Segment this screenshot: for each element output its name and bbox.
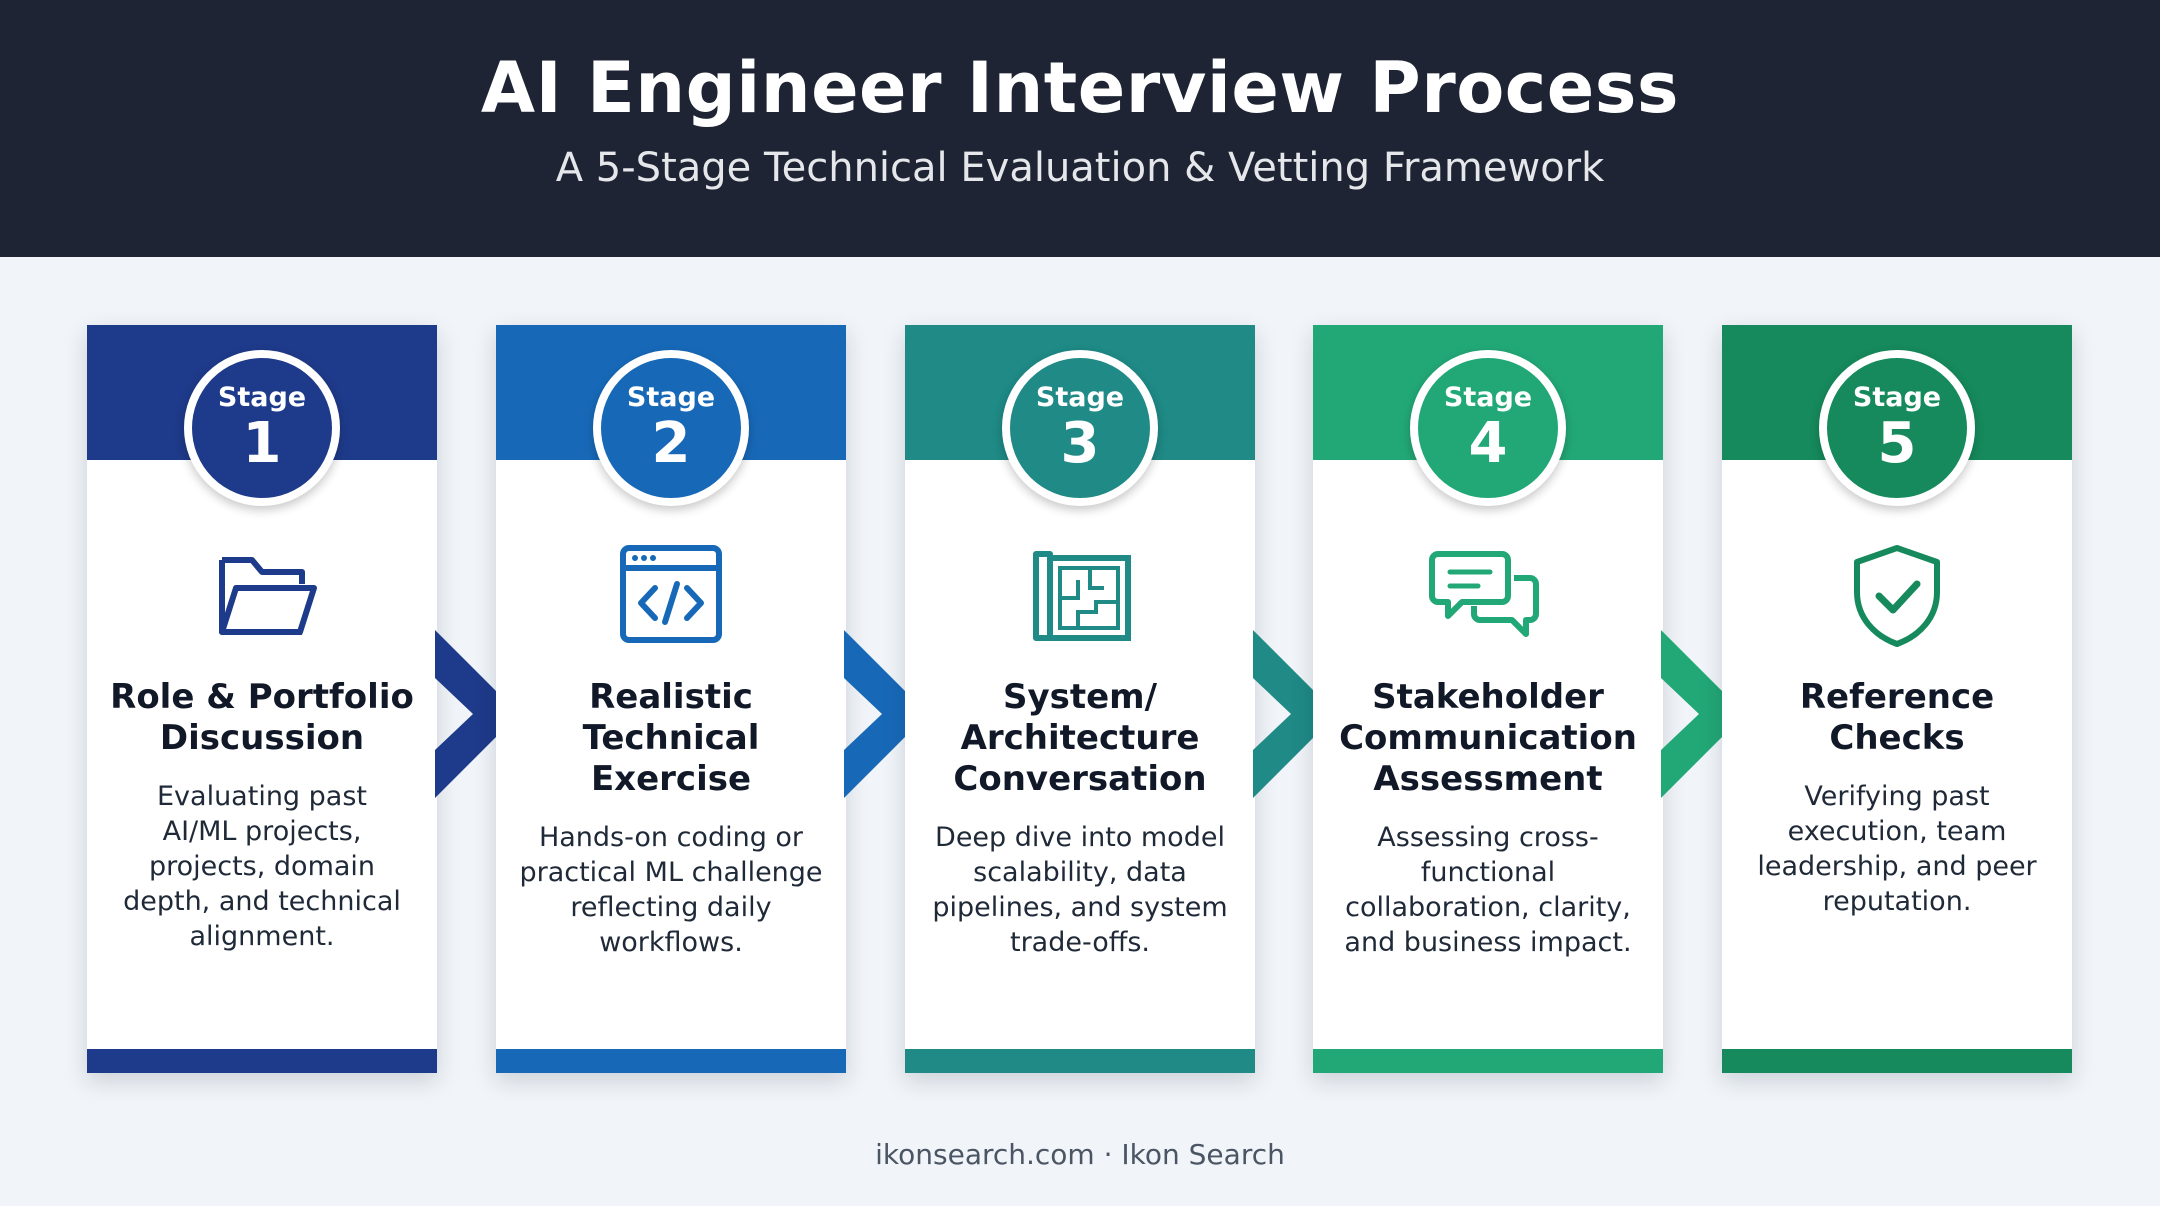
chat-bubbles-icon [1429,551,1539,637]
card-footer-band [1722,1049,2072,1073]
card-footer-band [87,1049,437,1073]
blueprint-icon [1033,551,1131,641]
stage-description: Deep dive into model scalability, data pip… [923,820,1237,960]
stage-description: Assessing cross-functional collaboration,… [1331,820,1645,960]
chevron-right-icon [435,630,519,798]
stage-description-line: leadership, and peer [1757,851,2037,882]
stage-description-line: Assessing cross- [1377,822,1599,853]
stage-description-line: Hands-on coding or [538,822,804,853]
card-footer-band [905,1049,1255,1073]
code-window-icon [620,545,722,643]
stage-description-line: execution, team [1787,816,2007,847]
stage-description-line: functional [1420,857,1556,888]
stage-description-line: and business impact. [1344,927,1632,958]
stage-label: Stage [626,382,716,413]
stage-title-line: Checks [1829,718,1965,758]
stage-title-line: Discussion [159,718,365,758]
stage-description-line: workflows. [599,927,743,958]
stage-title-line: Assessment [1373,759,1603,799]
stage-description-line: reflecting daily [570,892,772,923]
stage-label: Stage [217,382,307,413]
page-subtitle: A 5-Stage Technical Evaluation & Vetting… [555,145,1605,191]
stage-description-line: Deep dive into model [935,822,1225,853]
stage-number: 1 [242,411,282,476]
stage-description-line: depth, and technical [123,886,401,917]
flow-arrow [1253,630,1337,798]
stage-title-line: Reference [1799,677,1995,717]
card-footer-band [496,1049,846,1073]
stage-description: Verifying past execution, team leadership,… [1740,779,2054,919]
stage-title-line: Technical [582,718,760,758]
flow-arrow [1661,630,1745,798]
chevron-right-icon [844,630,928,798]
flow-arrow [435,630,519,798]
stage-description-line: collaboration, clarity, [1345,892,1631,923]
stage-description: Hands-on coding or practical ML challenge… [514,820,828,960]
stage-number: 4 [1468,411,1508,476]
stage-number: 2 [651,411,691,476]
stage-number: 3 [1060,411,1100,476]
folder-icon [219,557,317,635]
stage-description-line: pipelines, and system [932,892,1228,923]
shield-check-icon [1854,545,1940,647]
stage-description-line: scalability, data [973,857,1187,888]
footer-credit: ikonsearch.com · Ikon Search [875,1138,1285,1171]
stage-description-line: Evaluating past [156,781,367,812]
stage-title-line: System/ [1002,677,1158,717]
stage-description-line: alignment. [189,921,335,952]
stage-description-line: trade-offs. [1010,927,1150,958]
stage-title-line: Communication [1339,718,1637,758]
card-footer-band [1313,1049,1663,1073]
stage-description-line: Verifying past [1804,781,1990,812]
stage-title-line: Stakeholder [1372,677,1604,717]
chevron-right-icon [1253,630,1337,798]
page-title: AI Engineer Interview Process [480,47,1680,129]
stage-number: 5 [1877,411,1917,476]
stage-label: Stage [1852,382,1942,413]
flow-arrow [844,630,928,798]
header-banner: AI Engineer Interview Process A 5-Stage … [0,0,2160,257]
stage-title-line: Conversation [953,759,1207,799]
stage-title-line: Exercise [590,759,752,799]
stage-title-line: Realistic [589,677,753,717]
stage-title-line: Architecture [960,718,1200,758]
stage-description-line: projects, domain [148,851,376,882]
stage-description-line: reputation. [1822,886,1972,917]
stage-description-line: AI/ML projects, [162,816,362,847]
chevron-right-icon [1661,630,1745,798]
stage-label: Stage [1035,382,1125,413]
stage-label: Stage [1443,382,1533,413]
stage-title-line: Role & Portfolio [110,677,414,717]
stage-description-line: practical ML challenge [519,857,823,888]
